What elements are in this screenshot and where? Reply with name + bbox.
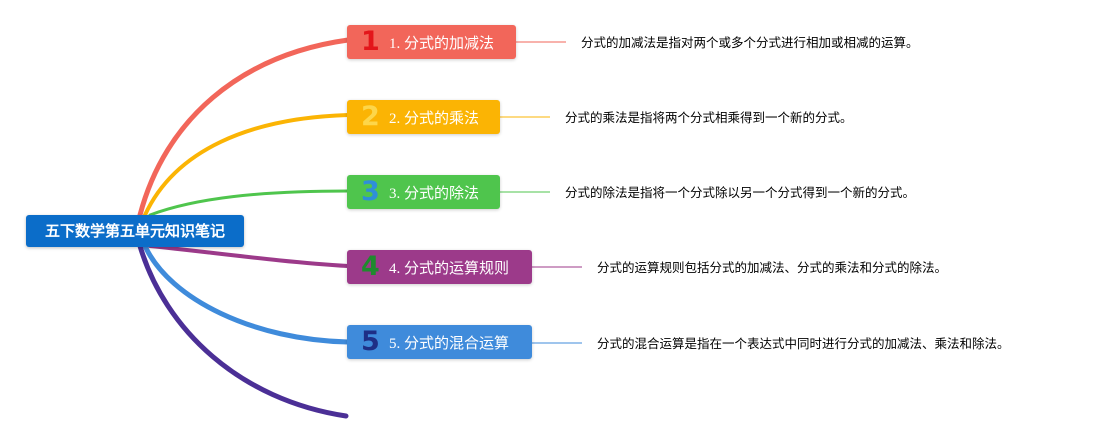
branch-curve-3 bbox=[148, 189, 350, 217]
topic-label-3: 3. 分式的除法 bbox=[389, 185, 480, 202]
topic-number-2: 2 bbox=[361, 101, 380, 132]
branch-curve-6 bbox=[137, 243, 349, 419]
topic-3[interactable]: 3 3. 分式的除法 bbox=[347, 175, 500, 209]
topic-label-1: 1. 分式的加减法 bbox=[389, 35, 495, 52]
topic-number-5: 5 bbox=[361, 326, 380, 357]
topic-description-3: 分式的除法是指将一个分式除以另一个分式得到一个新的分式。 bbox=[565, 185, 916, 200]
topic-number-1: 1 bbox=[361, 26, 380, 57]
branch-curve-2 bbox=[143, 113, 350, 217]
topic-description-1: 分式的加减法是指对两个或多个分式进行相加或相减的运算。 bbox=[581, 35, 919, 50]
topic-description-2: 分式的乘法是指将两个分式相乘得到一个新的分式。 bbox=[565, 110, 853, 125]
branch-curve-5 bbox=[142, 243, 351, 345]
topic-number-4: 4 bbox=[361, 251, 380, 282]
branch-curve-1 bbox=[137, 37, 351, 218]
topic-label-4: 4. 分式的运算规则 bbox=[389, 260, 510, 277]
topic-5[interactable]: 5 5. 分式的混合运算 bbox=[347, 325, 532, 359]
topic-label-5: 5. 分式的混合运算 bbox=[389, 335, 510, 352]
topic-description-5: 分式的混合运算是指在一个表达式中同时进行分式的加减法、乘法和除法。 bbox=[597, 336, 1010, 351]
topic-2[interactable]: 2 2. 分式的乘法 bbox=[347, 100, 500, 134]
topic-number-3: 3 bbox=[361, 176, 380, 207]
root-topic[interactable]: 五下数学第五单元知识笔记 bbox=[26, 215, 244, 247]
topic-4[interactable]: 4 4. 分式的运算规则 bbox=[347, 250, 532, 284]
branch-curve-4 bbox=[148, 244, 350, 268]
topic-1[interactable]: 1 1. 分式的加减法 bbox=[347, 25, 516, 59]
topic-description-4: 分式的运算规则包括分式的加减法、分式的乘法和分式的除法。 bbox=[597, 260, 948, 275]
topic-label-2: 2. 分式的乘法 bbox=[389, 110, 480, 127]
